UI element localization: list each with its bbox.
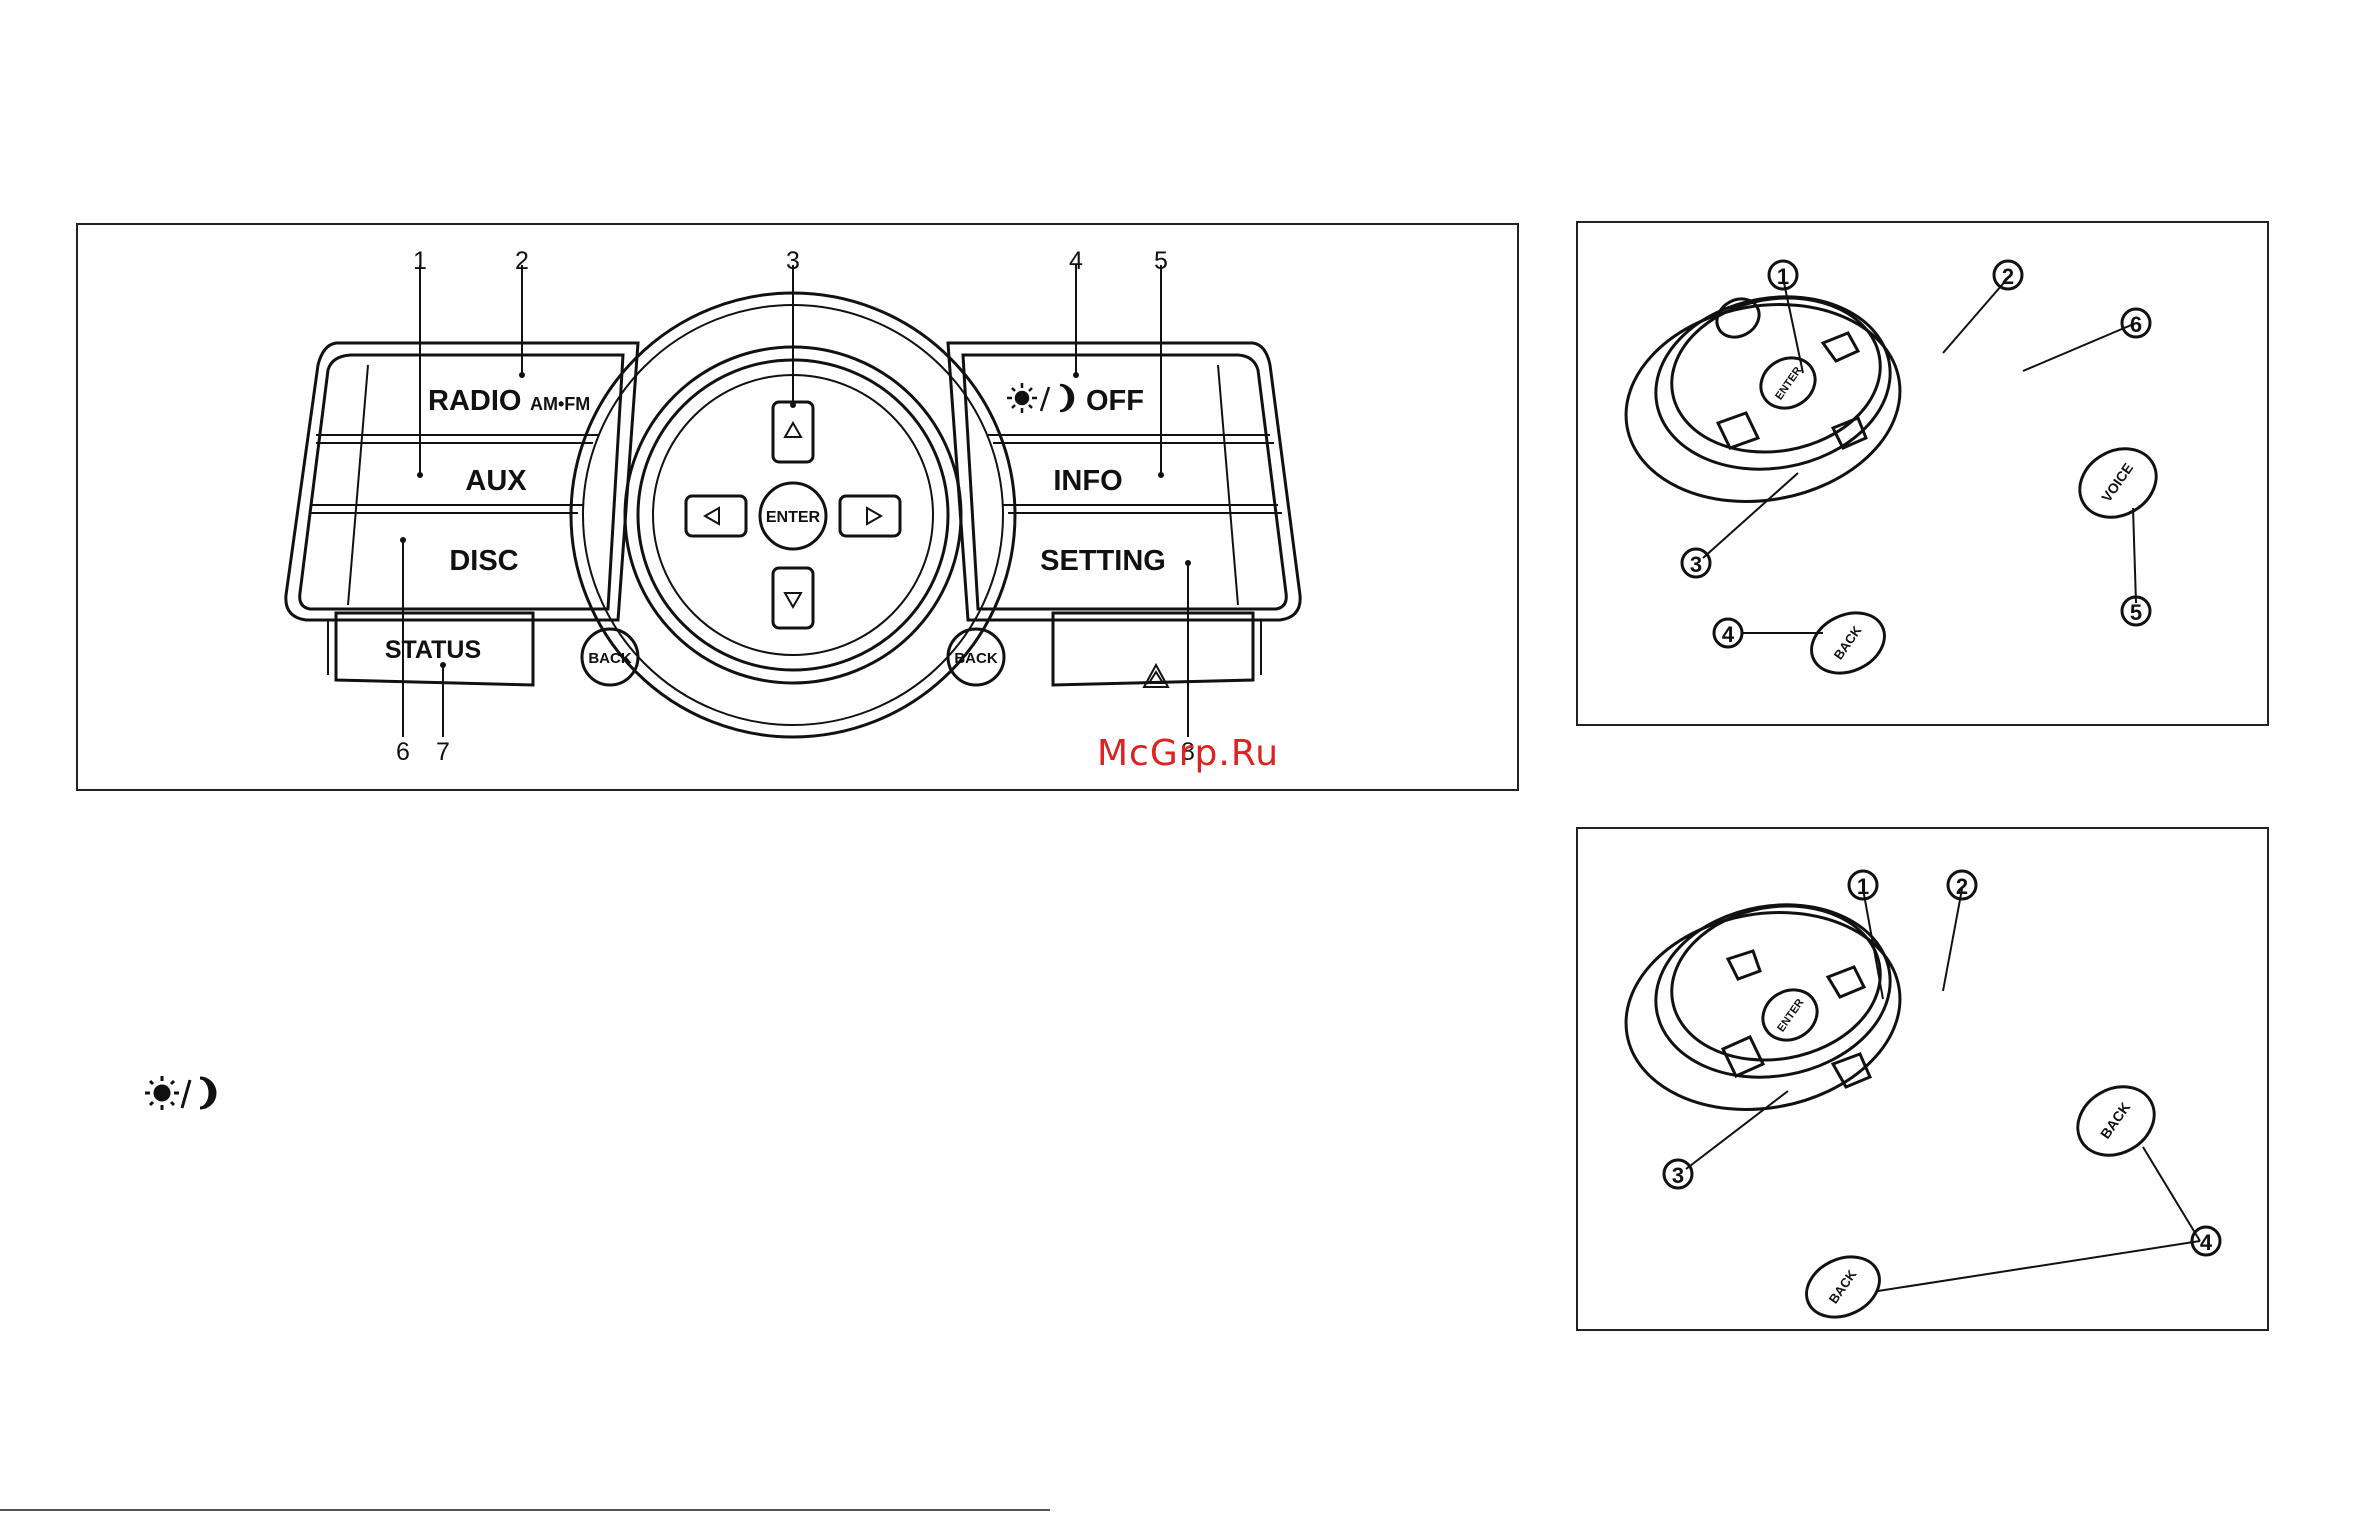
arrow-down-icon	[785, 593, 801, 607]
callout-2: 2	[515, 247, 529, 275]
callout-3: 3	[1690, 552, 1702, 577]
enter-button[interactable]: ENTER	[766, 509, 821, 526]
back-button-upper[interactable]: BACK	[2097, 1099, 2133, 1141]
steering-switch-drawing-bottom: 1 2 3 4 ENTER BACK BACK	[1578, 829, 2271, 1333]
enter-button[interactable]: ENTER	[1773, 365, 1804, 402]
control-panel-diagram: 1 2 3 4 5 6 7 8 RADIO AM•FM AUX DISC OFF…	[76, 223, 1519, 791]
callout-4: 4	[2200, 1230, 2213, 1255]
off-button[interactable]: OFF	[1086, 385, 1144, 417]
back-button[interactable]: BACK	[1831, 623, 1865, 663]
steering-switch-diagram-bottom: 1 2 3 4 ENTER BACK BACK	[1576, 827, 2269, 1331]
setting-button[interactable]: SETTING	[1040, 545, 1166, 577]
callout-5: 5	[2130, 600, 2142, 625]
radio-band-label: AM•FM	[530, 394, 590, 414]
arrow-up-key	[773, 402, 813, 462]
back-button-left[interactable]: BACK	[588, 650, 631, 667]
callout-7: 7	[436, 738, 450, 766]
arrow-up-icon	[785, 423, 801, 437]
callout-6: 6	[2130, 312, 2142, 337]
arrow-left-icon	[705, 508, 719, 524]
aux-button[interactable]: AUX	[465, 465, 527, 497]
steering-switch-diagram-top: 1 2 3 4 5 6 ENTER VOICE BACK	[1576, 221, 2269, 726]
callout-5: 5	[1154, 247, 1168, 275]
callout-2: 2	[1956, 874, 1968, 899]
voice-button[interactable]: VOICE	[2098, 460, 2136, 505]
back-button-right[interactable]: BACK	[954, 650, 997, 667]
callout-2: 2	[2002, 264, 2014, 289]
steering-switch-drawing-top: 1 2 3 4 5 6 ENTER VOICE BACK	[1578, 223, 2271, 728]
hazard-button-shape	[1053, 613, 1253, 685]
brightness-day-night-icon	[1007, 383, 1073, 413]
watermark: McGrp.Ru	[1097, 733, 1279, 774]
control-panel-drawing: 1 2 3 4 5 6 7 8 RADIO AM•FM AUX DISC OFF…	[78, 225, 1521, 793]
arrow-right-key	[840, 496, 900, 536]
callout-1: 1	[413, 247, 427, 275]
callout-1: 1	[1857, 874, 1869, 899]
footer-divider	[0, 1509, 1050, 1511]
arrow-down-key	[773, 568, 813, 628]
status-button[interactable]: STATUS	[385, 636, 481, 664]
callout-3: 3	[1672, 1163, 1684, 1188]
enter-button[interactable]: ENTER	[1775, 997, 1806, 1034]
info-button[interactable]: INFO	[1053, 465, 1122, 497]
radio-button[interactable]: RADIO	[428, 385, 521, 417]
arrow-right-icon	[867, 508, 881, 524]
callout-4: 4	[1069, 247, 1083, 275]
callout-1: 1	[1777, 264, 1789, 289]
callout-6: 6	[396, 738, 410, 766]
back-button-lower[interactable]: BACK	[1826, 1267, 1860, 1307]
callout-3: 3	[786, 247, 800, 275]
callout-4: 4	[1722, 622, 1735, 647]
arrow-left-key	[686, 496, 746, 536]
disc-button[interactable]: DISC	[449, 545, 518, 577]
